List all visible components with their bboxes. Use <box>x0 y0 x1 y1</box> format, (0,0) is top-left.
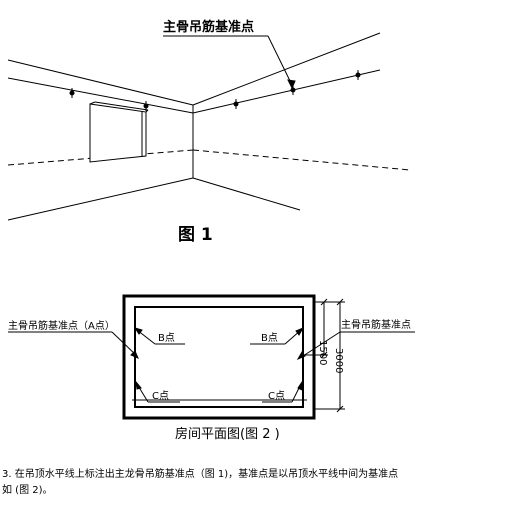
right-dashed-level-line <box>192 149 411 171</box>
left-floor-edge <box>7 177 194 221</box>
window-opening <box>89 101 149 163</box>
reference-point-marker <box>233 99 239 109</box>
right-ceiling-level-line <box>192 69 381 114</box>
instruction-text-line-2: 如 (图 2)。 <box>2 485 53 496</box>
reference-point-marker <box>69 88 75 98</box>
right-floor-edge <box>192 177 301 211</box>
callout-leader-line <box>267 35 293 86</box>
reference-point-markers <box>69 70 361 111</box>
point-c-right-label: C点 <box>268 390 285 402</box>
right-wall-top-edge <box>192 32 381 106</box>
dimension-lines <box>303 298 345 413</box>
reference-point-marker <box>355 70 361 80</box>
dimension-3000-label: 3000 <box>333 348 344 373</box>
point-leaders <box>8 326 415 403</box>
point-c-left-label: C点 <box>152 390 169 402</box>
figure-1-room-perspective <box>7 32 411 221</box>
point-b-right-label: B点 <box>261 332 278 344</box>
figure-2-caption: 房间平面图(图 2 ) <box>175 426 280 442</box>
room-outer-wall <box>122 294 316 420</box>
dimension-1500-label: 1500 <box>317 340 328 365</box>
figure-1-caption: 图 1 <box>178 225 213 245</box>
point-b-left-label: B点 <box>158 332 175 344</box>
point-a-label: 主骨吊筋基准点（A点） <box>8 319 115 332</box>
right-reference-label: 主骨吊筋基准点 <box>341 318 411 331</box>
figure-1-callout <box>163 35 296 90</box>
left-ceiling-level-line <box>7 77 194 114</box>
figure-1-callout-label: 主骨吊筋基准点 <box>163 19 254 35</box>
instruction-text-line-1: 3. 在吊顶水平线上标注出主龙骨吊筋基准点（图 1)，基准点是以吊顶水平线中间为… <box>2 469 399 480</box>
reference-point-marker <box>143 101 149 111</box>
left-wall-top-edge <box>7 59 194 106</box>
